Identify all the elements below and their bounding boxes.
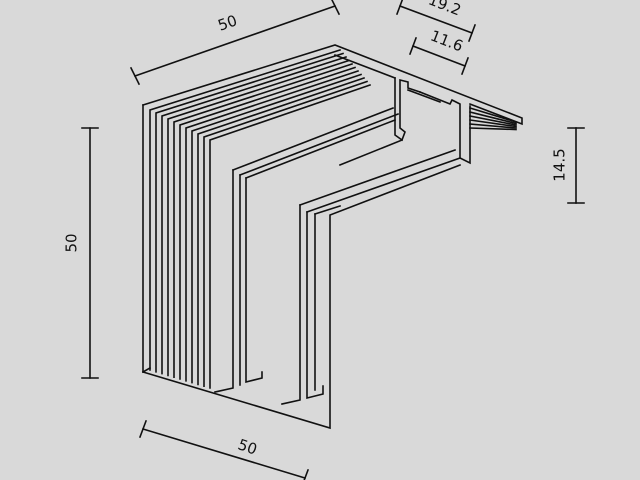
end-rib-line <box>469 115 517 126</box>
end-ribs <box>469 107 517 131</box>
dimension-line-bottom <box>138 419 310 480</box>
rib-line <box>185 69 360 382</box>
rib-line <box>179 66 357 380</box>
end-rib-line <box>469 123 517 129</box>
rib-line <box>191 73 363 384</box>
rib-line <box>197 76 366 386</box>
dimension-line-top <box>129 0 341 86</box>
profile-ribs <box>149 48 372 389</box>
end-rib-line <box>469 107 517 123</box>
dimension-line-depth <box>567 127 585 204</box>
dimension-line-height <box>81 127 99 379</box>
dimension-line-width <box>395 0 477 43</box>
end-rib-line <box>469 119 517 128</box>
rib-line <box>173 62 354 379</box>
rib-line <box>149 48 342 371</box>
rib-line <box>161 55 348 375</box>
end-cross-section <box>333 53 471 167</box>
dimension-label-depth: 14.5 <box>550 148 569 182</box>
rib-line <box>155 52 345 373</box>
rib-line <box>209 83 372 389</box>
end-rib-line <box>469 127 517 131</box>
rib-line <box>203 80 369 388</box>
inner-channel-1 <box>214 106 400 393</box>
dimension-line-channel <box>408 36 470 76</box>
profile-outline <box>141 44 523 430</box>
dimension-label-height: 50 <box>62 233 81 253</box>
rib-line <box>167 59 351 377</box>
inner-channel-2 <box>281 148 462 405</box>
end-rib-line <box>469 111 517 125</box>
